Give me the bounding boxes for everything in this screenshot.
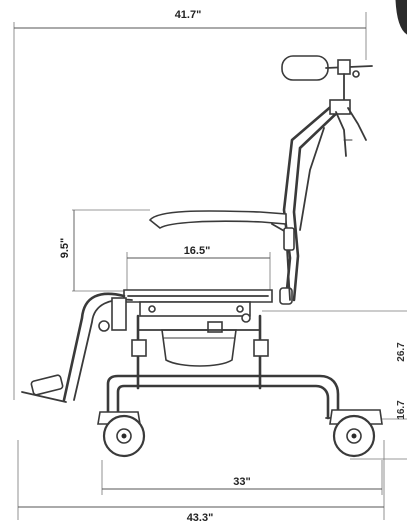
headrest-pad — [281, 55, 329, 81]
right-label-lower: 16.7 — [396, 400, 407, 420]
base-inner-rail — [116, 384, 330, 420]
rear-caster-axle — [351, 433, 357, 439]
backrest-frame — [279, 99, 367, 305]
front-caster — [97, 411, 146, 458]
footplate — [30, 374, 64, 396]
seat-width-label: 16.5" — [184, 245, 211, 257]
shower-chair-drawing — [21, 55, 383, 458]
armrest-height-label: 9.5" — [59, 238, 71, 259]
commode-pan — [161, 321, 237, 367]
seat-width-dimension: 16.5" — [126, 245, 271, 290]
overall-length-label: 43.3" — [187, 512, 214, 524]
footplate-bracket — [21, 391, 67, 403]
headrest — [281, 55, 373, 105]
front-leg-clamp — [131, 339, 147, 357]
adjacent-image-fragment — [395, 0, 407, 35]
commode-bucket — [161, 329, 237, 367]
seat-bolt-2 — [236, 305, 244, 313]
rear-leg-clamp — [253, 339, 269, 357]
right-edge-dimensions: 26.7 16.7 — [262, 310, 407, 460]
overall-length-dimension: 43.3" — [17, 440, 385, 524]
rear-caster — [329, 409, 383, 458]
backrest-handle-right — [335, 111, 347, 157]
legrest-tube — [62, 292, 126, 402]
backrest-front-tube — [282, 102, 336, 302]
right-label-upper: 26.7 — [396, 342, 407, 362]
armrest-height-dimension: 9.5" — [59, 209, 150, 292]
backrest-top-clamp — [329, 99, 351, 115]
wheelbase-label: 33" — [233, 476, 250, 488]
base-top-rail — [106, 374, 340, 420]
legrest-hinge — [111, 297, 127, 331]
tilt-mechanism — [241, 313, 251, 323]
wheelbase-dimension: 33" — [101, 460, 383, 495]
armrest — [148, 210, 295, 301]
front-caster-axle — [121, 433, 127, 439]
headrest-knob — [352, 70, 360, 78]
seat-bolt-1 — [148, 305, 156, 313]
headrest-clamp — [337, 59, 351, 75]
tilt-cable — [299, 127, 325, 231]
seat — [123, 289, 273, 323]
armrest-lock — [283, 227, 295, 251]
backrest-rear-tube — [292, 106, 344, 302]
commode-bracket — [207, 321, 223, 333]
seat-frame — [139, 301, 251, 317]
legrest-knob — [98, 320, 110, 332]
overall-width-dimension: 41.7" — [13, 9, 367, 400]
overall-width-label: 41.7" — [175, 9, 202, 21]
armrest-pad — [148, 210, 287, 229]
legrest — [21, 292, 133, 403]
backrest-handle-left — [347, 107, 367, 141]
